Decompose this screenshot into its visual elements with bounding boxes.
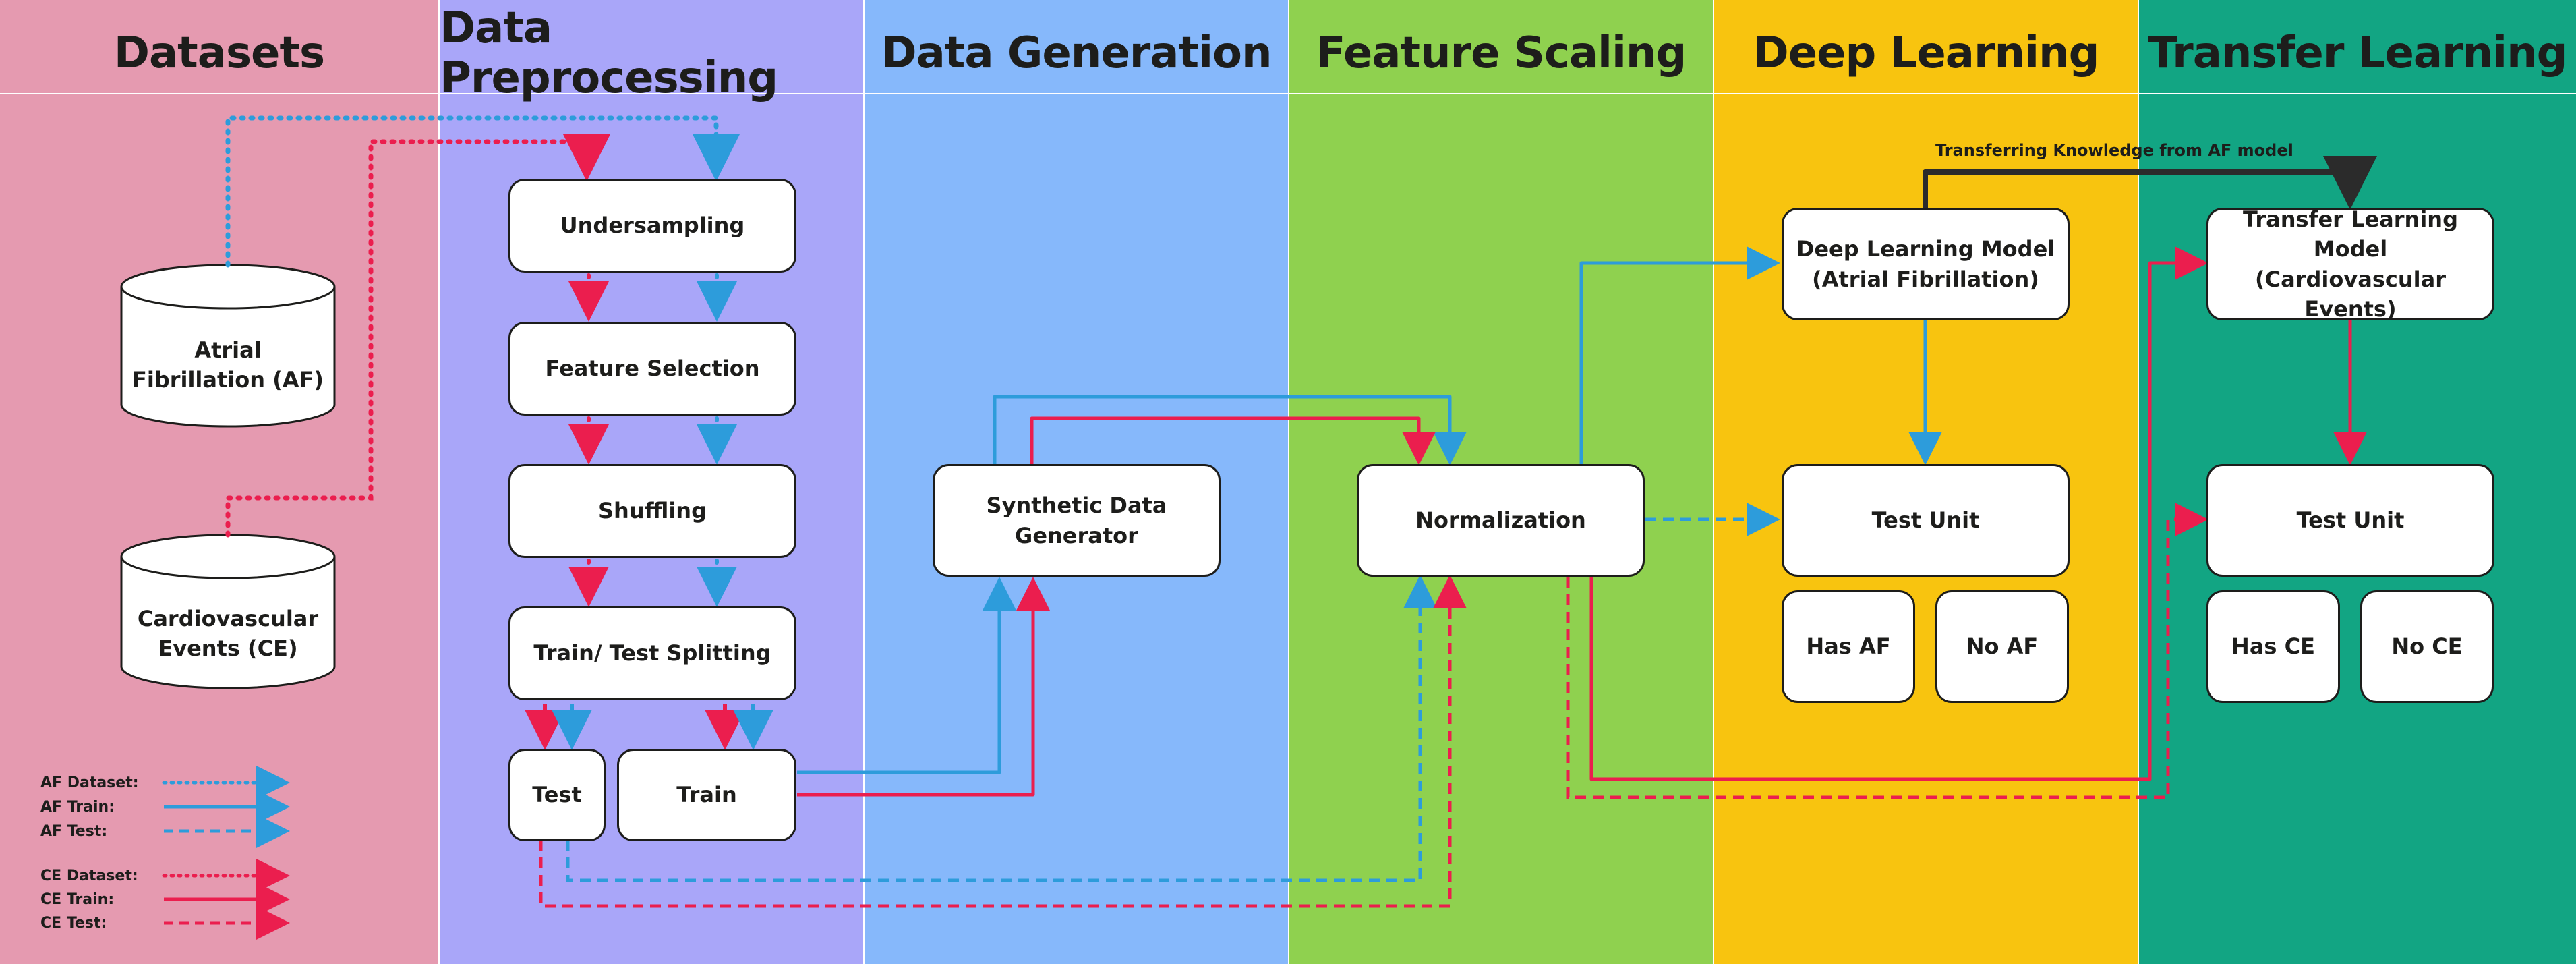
has-ce-box: Has CE: [2206, 590, 2340, 703]
ce-dataset-cylinder-icon: [120, 534, 336, 689]
legend-ce-train: CE Train:: [40, 891, 115, 908]
af-normalization-to-dl-model: [1579, 246, 1780, 464]
legend-ce-dataset: CE Dataset:: [40, 868, 138, 884]
deep-learning-model-line2: (Atrial Fibrillation): [1812, 266, 2039, 292]
af-dataset-label-line2: Fibrillation (AF): [131, 367, 324, 393]
normalization-box: Normalization: [1357, 464, 1645, 577]
feature-selection-box: Feature Selection: [508, 322, 796, 416]
transfer-learning-model-line2: (Cardiovascular Events): [2255, 266, 2446, 322]
column-title-transfer-learning: Transfer Learning: [2139, 13, 2576, 94]
legend-ce-test: CE Test:: [40, 915, 107, 932]
column-title-feature-scaling: Feature Scaling: [1289, 13, 1713, 94]
test-box: Test: [508, 749, 606, 841]
ce-dataset-label-line1: Cardiovascular: [137, 606, 319, 631]
tl-test-unit-box: Test Unit: [2206, 464, 2494, 577]
af-dataset-cylinder-icon: [120, 264, 336, 428]
af-dataset-connector: [225, 115, 740, 268]
legend-af-test: AF Test:: [40, 823, 108, 840]
column-title-deep-learning: Deep Learning: [1714, 13, 2138, 94]
train-box: Train: [617, 749, 796, 841]
ce-normalization-to-tl-model: [1589, 246, 2208, 781]
af-generator-to-normalization: [993, 395, 1467, 465]
transfer-learning-model-line1: Transfer Learning Model: [2243, 206, 2458, 262]
ce-normalization-to-tl-test-unit: [1566, 503, 2208, 799]
deep-learning-model-line1: Deep Learning Model: [1796, 236, 2055, 262]
no-ce-box: No CE: [2360, 590, 2494, 703]
dl-test-unit-box: Test Unit: [1782, 464, 2070, 577]
af-test-to-normalization: [566, 575, 1437, 882]
ce-train-to-generator: [797, 577, 1050, 797]
ce-dataset-connector: [225, 134, 610, 538]
has-af-box: Has AF: [1782, 590, 1915, 703]
column-datasets: Datasets: [0, 0, 440, 964]
no-af-box: No AF: [1935, 590, 2069, 703]
synthetic-data-generator-box: Synthetic Data Generator: [933, 464, 1221, 577]
transfer-learning-model-box: Transfer Learning Model (Cardiovascular …: [2206, 206, 2494, 322]
column-title-data-generation: Data Generation: [865, 13, 1288, 94]
af-train-to-generator: [797, 577, 1016, 774]
ce-dataset-label-line2: Events (CE): [158, 635, 298, 662]
transfer-knowledge-note: Transferring Knowledge from AF model: [1935, 141, 2293, 160]
deep-learning-model-box: Deep Learning Model (Atrial Fibrillation…: [1782, 208, 2070, 320]
column-title-datasets: Datasets: [0, 13, 438, 94]
af-dataset-label: Atrial Fibrillation (AF): [121, 335, 334, 395]
legend-af-train: AF Train:: [40, 799, 115, 816]
af-dataset-label-line1: Atrial: [194, 337, 262, 363]
transfer-knowledge-arrow: [1923, 156, 2377, 210]
legend-af-dataset: AF Dataset:: [40, 774, 139, 791]
shuffling-box: Shuffling: [508, 464, 796, 558]
train-test-splitting-box: Train/ Test Splitting: [508, 606, 796, 700]
ce-generator-to-normalization: [1030, 416, 1436, 465]
undersampling-box: Undersampling: [508, 179, 796, 273]
ce-dataset-label: Cardiovascular Events (CE): [121, 604, 334, 663]
